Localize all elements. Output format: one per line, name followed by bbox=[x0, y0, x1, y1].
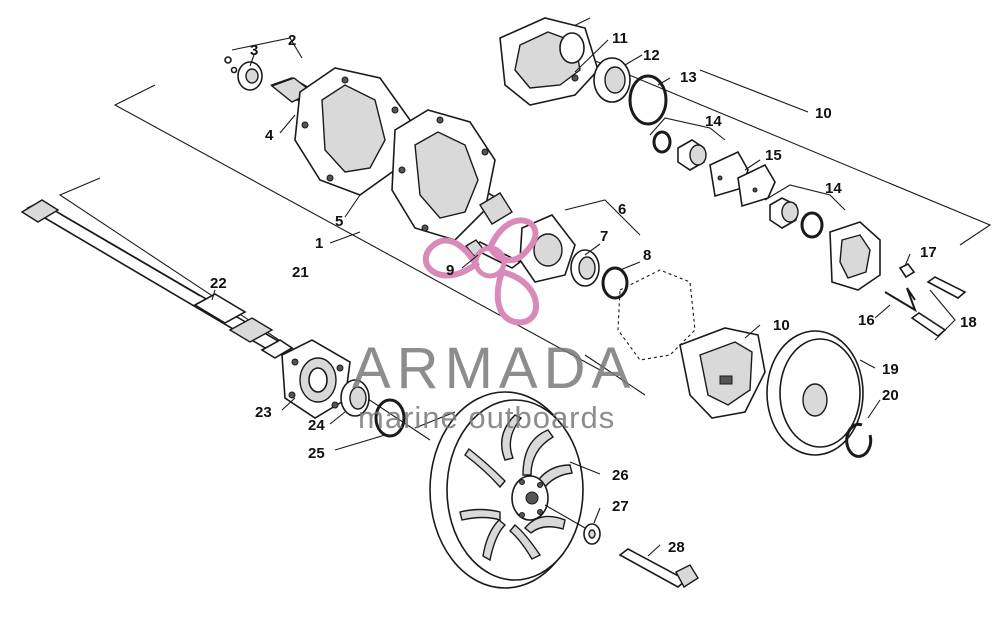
spring-clip bbox=[884, 287, 917, 313]
o-ring bbox=[374, 398, 406, 438]
callout-5: 5 bbox=[335, 213, 343, 230]
callout-9: 9 bbox=[446, 262, 454, 279]
watermark-tagline: marine outboards bbox=[358, 400, 615, 435]
jackshaft bbox=[20, 199, 294, 359]
callout-1: 1 bbox=[315, 235, 323, 252]
brake-pads bbox=[709, 150, 776, 208]
callout-8: 8 bbox=[643, 247, 651, 264]
sprocket-right bbox=[391, 109, 496, 241]
callout-13: 13 bbox=[680, 69, 697, 86]
callout-19: 19 bbox=[882, 361, 899, 378]
callout-27: 27 bbox=[612, 498, 629, 515]
seal-bushing-left bbox=[652, 130, 707, 171]
bearing-keeper bbox=[224, 56, 263, 91]
watermark: ARMADA marine outboards bbox=[352, 217, 636, 435]
callout-18: 18 bbox=[960, 314, 977, 331]
drive-shaft-assembly bbox=[270, 67, 513, 241]
callout-leaders bbox=[211, 39, 911, 557]
sprocket-left bbox=[294, 67, 411, 196]
lock-nut bbox=[898, 262, 916, 279]
callout-numbers: 1 2 3 4 5 6 7 8 9 10 10 11 12 13 14 14 1… bbox=[210, 30, 977, 556]
callout-10-top: 10 bbox=[815, 105, 832, 122]
callout-12: 12 bbox=[643, 47, 660, 64]
bearing bbox=[340, 379, 370, 417]
seal-housing bbox=[519, 214, 629, 300]
callout-15: 15 bbox=[765, 147, 782, 164]
bearing-flange bbox=[281, 339, 351, 419]
armada-logo-icon bbox=[422, 217, 540, 326]
callout-16: 16 bbox=[858, 312, 875, 329]
callout-26: 26 bbox=[612, 467, 629, 484]
callout-28: 28 bbox=[668, 539, 685, 556]
brake-caliper-upper bbox=[499, 17, 599, 106]
driven-pulley bbox=[429, 391, 586, 589]
brake-disc bbox=[766, 330, 864, 456]
cap-screw bbox=[618, 548, 699, 588]
callout-7: 7 bbox=[600, 228, 608, 245]
callout-22: 22 bbox=[210, 275, 227, 292]
caliper-bolts bbox=[910, 276, 967, 338]
callout-2: 2 bbox=[288, 32, 296, 49]
callout-6: 6 bbox=[618, 201, 626, 218]
callout-20: 20 bbox=[882, 387, 899, 404]
seal-bushing-right bbox=[769, 197, 824, 239]
callout-23: 23 bbox=[255, 404, 272, 421]
brake-caliper-lower bbox=[679, 327, 766, 419]
callout-17: 17 bbox=[920, 244, 937, 261]
callout-4: 4 bbox=[265, 127, 274, 144]
callout-11: 11 bbox=[612, 30, 628, 47]
callout-14-left: 14 bbox=[705, 113, 722, 130]
washer bbox=[583, 523, 601, 545]
callout-21: 21 bbox=[292, 264, 309, 281]
snap-ring bbox=[845, 422, 873, 458]
caliper-half bbox=[829, 221, 881, 291]
callout-25: 25 bbox=[308, 445, 325, 462]
callout-24: 24 bbox=[308, 417, 325, 434]
bearing-assembly-upper bbox=[571, 57, 668, 126]
pulley-fins bbox=[459, 414, 573, 562]
callout-10-lower: 10 bbox=[773, 317, 790, 334]
callout-3: 3 bbox=[250, 42, 258, 59]
callout-14-right: 14 bbox=[825, 180, 842, 197]
gasket bbox=[617, 269, 696, 361]
watermark-brand: ARMADA bbox=[352, 336, 636, 401]
